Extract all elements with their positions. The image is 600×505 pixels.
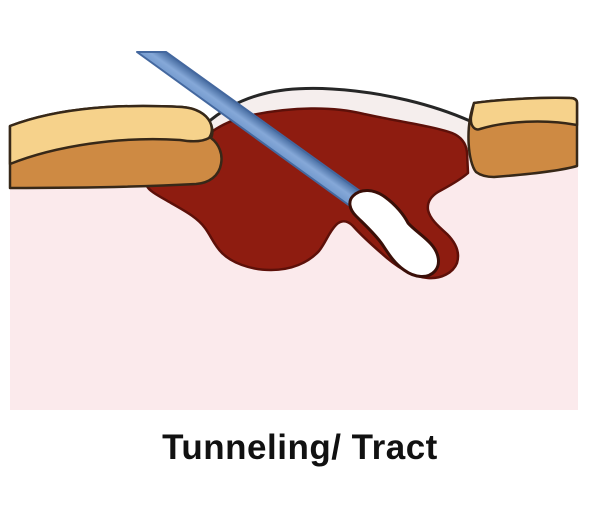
figure-caption: Tunneling/ Tract: [162, 428, 438, 467]
skin-surface-line: [204, 86, 472, 126]
skin-flap-right-epidermis: [469, 96, 579, 131]
tunnel-tract-with-swab-tip: [348, 189, 440, 278]
skin-flap-left-epidermis: [8, 104, 214, 166]
